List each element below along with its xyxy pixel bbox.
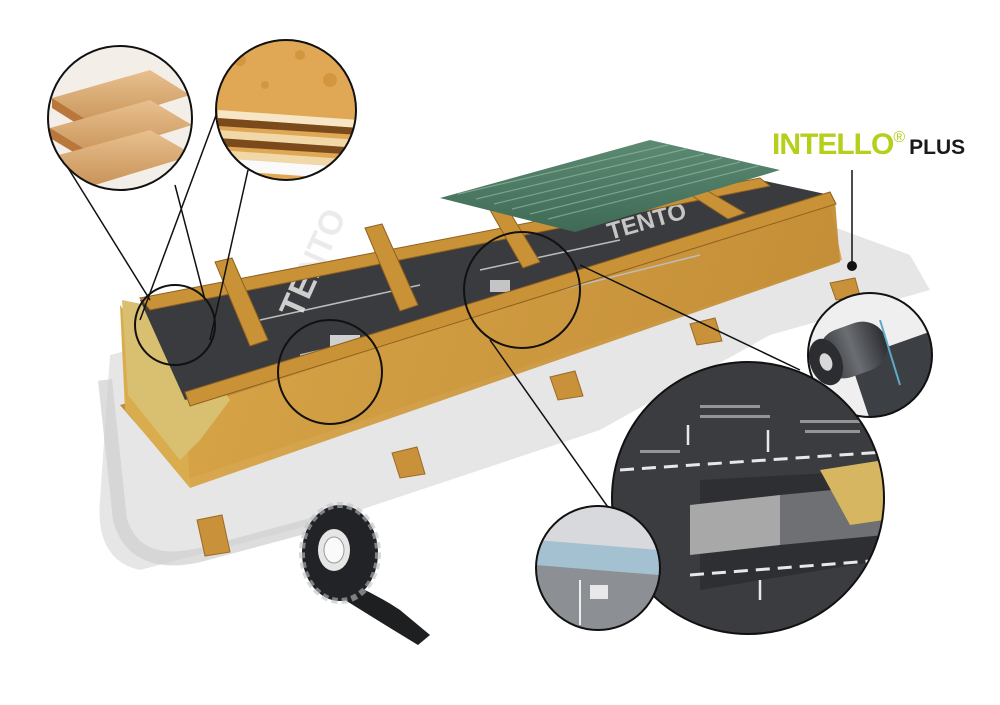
osb-board-icon bbox=[215, 39, 357, 181]
brand-pointer-dot bbox=[847, 261, 857, 271]
detail-marker-left bbox=[134, 284, 216, 366]
brand-name: INTELLO bbox=[772, 128, 894, 161]
corrugated-roof-sheet bbox=[440, 140, 780, 232]
floor-membrane-edge bbox=[98, 379, 332, 566]
taped-joint-detail-icon bbox=[611, 361, 885, 635]
detail-marker-right bbox=[463, 231, 581, 349]
battens bbox=[196, 277, 861, 557]
membrane-overlap-detail-icon bbox=[535, 505, 661, 631]
plywood-board-icon bbox=[47, 45, 193, 191]
timber-box-front bbox=[185, 200, 840, 488]
adhesive-tape-roll-icon bbox=[299, 502, 430, 645]
intello-plus-brand-label: INTELLO®PLUS bbox=[772, 128, 965, 162]
brand-registered-mark: ® bbox=[893, 128, 906, 146]
membrane-top bbox=[140, 180, 830, 400]
brand-suffix: PLUS bbox=[909, 136, 966, 159]
detail-marker-center bbox=[277, 319, 383, 425]
leader-lines bbox=[59, 109, 853, 511]
